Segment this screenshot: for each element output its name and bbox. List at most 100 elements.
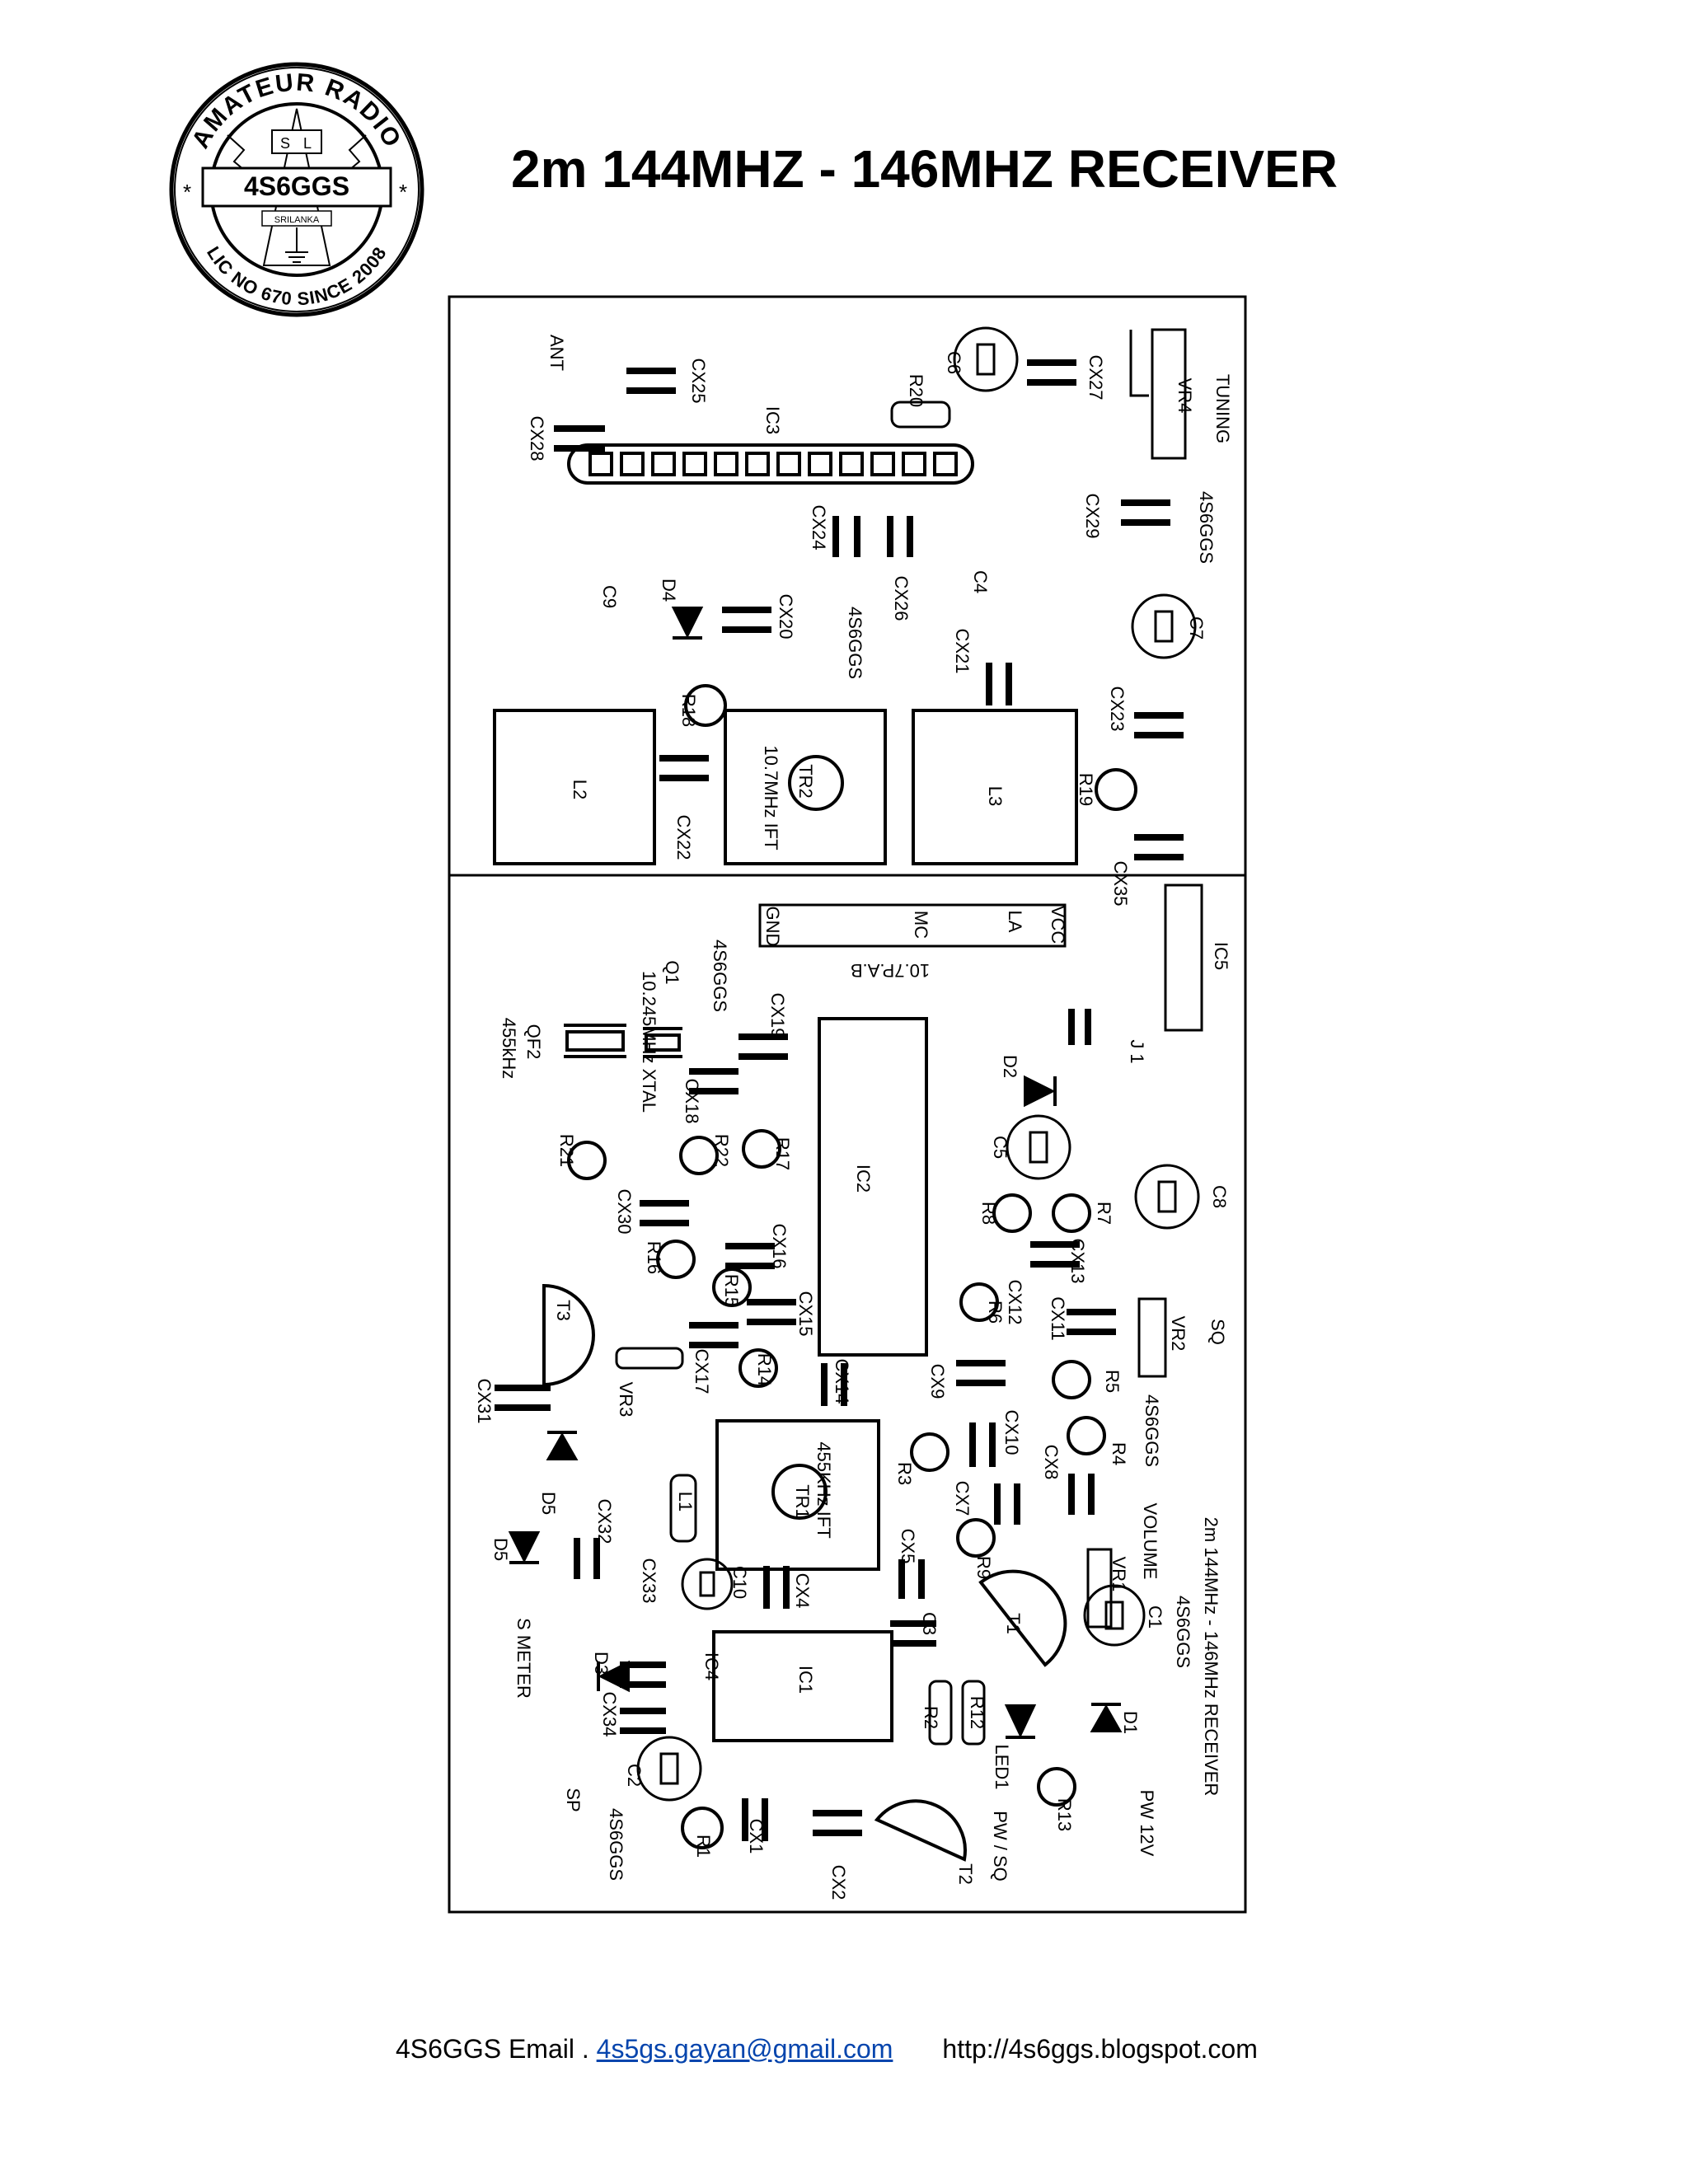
component-label: 2m 144MHz - 146MHz RECEIVER bbox=[1201, 1517, 1221, 1797]
component-label: CX27 bbox=[1085, 354, 1106, 400]
component-label: TUNING bbox=[1212, 374, 1233, 443]
component-label: R6 bbox=[985, 1301, 1006, 1324]
component-label: R13 bbox=[1054, 1798, 1075, 1831]
logo-country: SRILANKA bbox=[274, 215, 320, 225]
component-label: VR4 bbox=[1175, 378, 1195, 414]
component-label: CX28 bbox=[527, 415, 547, 461]
diodes bbox=[508, 607, 1123, 1739]
component-label: CX22 bbox=[673, 814, 694, 860]
component-label: IC2 bbox=[853, 1165, 874, 1193]
component-label: R2 bbox=[921, 1706, 941, 1729]
component-label: D5 bbox=[490, 1538, 511, 1561]
component-label: R5 bbox=[1102, 1370, 1123, 1393]
component-label: TR2 bbox=[795, 764, 816, 799]
component-label: CX30 bbox=[614, 1188, 635, 1234]
transistors bbox=[542, 1283, 1067, 1862]
component-label: CX19 bbox=[767, 992, 788, 1038]
component-label: PW / SQ bbox=[990, 1811, 1010, 1882]
component-label: CX9 bbox=[927, 1364, 948, 1399]
component-label: R8 bbox=[978, 1202, 999, 1225]
component-label: CX10 bbox=[1001, 1409, 1022, 1455]
component-label: R14 bbox=[754, 1353, 775, 1386]
component-label: 4S6GGS bbox=[1196, 491, 1217, 564]
component-label: CX18 bbox=[682, 1078, 702, 1123]
component-label: VR2 bbox=[1168, 1316, 1189, 1352]
component-label: CX24 bbox=[809, 504, 829, 550]
component-label: C10 bbox=[729, 1566, 750, 1599]
component-label: C7 bbox=[1186, 616, 1207, 640]
component-label: R16 bbox=[644, 1241, 664, 1274]
component-label: C9 bbox=[599, 585, 620, 608]
component-label: R18 bbox=[678, 694, 699, 727]
component-label: L1 bbox=[675, 1492, 696, 1511]
component-label: T3 bbox=[553, 1300, 574, 1321]
board-outline bbox=[448, 295, 1247, 1914]
ic3-strip bbox=[567, 443, 974, 485]
transformers bbox=[493, 709, 1078, 1571]
component-label: 4S6GGS bbox=[606, 1808, 626, 1881]
component-label: IC4 bbox=[701, 1652, 722, 1680]
component-label: VCC bbox=[1048, 906, 1068, 944]
component-label: CX33 bbox=[639, 1558, 659, 1603]
component-label: C5 bbox=[990, 1136, 1010, 1159]
footer-prefix: 4S6GGS Email . bbox=[396, 2034, 597, 2064]
component-label: CX1 bbox=[746, 1819, 767, 1854]
logo-l: L bbox=[303, 135, 312, 152]
logo-s: S bbox=[280, 135, 290, 152]
component-label: C3 bbox=[919, 1612, 940, 1635]
component-label: IC5 bbox=[1211, 942, 1231, 970]
component-label: LED1 bbox=[992, 1744, 1012, 1789]
component-label: R4 bbox=[1109, 1442, 1129, 1465]
page-title: 2m 144MHZ - 146MHZ RECEIVER bbox=[511, 139, 1338, 199]
footer: 4S6GGS Email . 4s5gs.gayan@gmail.com http… bbox=[396, 2034, 1258, 2064]
component-label: IC1 bbox=[795, 1666, 816, 1694]
component-label: R15 bbox=[721, 1274, 742, 1307]
component-label: MC bbox=[911, 911, 931, 939]
component-label: 4S6GGS bbox=[845, 607, 865, 679]
component-label: 4S6GGS bbox=[710, 940, 730, 1012]
component-label: LA bbox=[1005, 911, 1025, 933]
component-label: CX12 bbox=[1005, 1279, 1025, 1324]
component-label: J 1 bbox=[1127, 1039, 1147, 1063]
component-label: CX14 bbox=[832, 1358, 852, 1404]
pin-header bbox=[758, 903, 1067, 948]
component-label: CX26 bbox=[891, 575, 912, 621]
ic5-package bbox=[1164, 883, 1203, 1032]
component-label: R20 bbox=[906, 374, 926, 407]
blog-url[interactable]: http://4s6ggs.blogspot.com bbox=[942, 2034, 1258, 2064]
component-label: 4S6GGS bbox=[1173, 1596, 1193, 1668]
ic1-package bbox=[712, 1630, 893, 1742]
component-label: 10.245MHz XTAL bbox=[639, 971, 659, 1113]
component-label: R21 bbox=[556, 1134, 577, 1167]
component-label: CX11 bbox=[1048, 1296, 1068, 1340]
component-label: C8 bbox=[1209, 1185, 1230, 1208]
component-label: D4 bbox=[659, 579, 679, 602]
component-label: 10.7MHz IFT bbox=[761, 745, 781, 850]
component-label: VR1 bbox=[1109, 1557, 1129, 1592]
component-label: CX20 bbox=[776, 593, 796, 639]
email-link[interactable]: 4s5gs.gayan@gmail.com bbox=[596, 2034, 893, 2064]
component-label: D3 bbox=[591, 1652, 612, 1675]
component-label: CX7 bbox=[952, 1481, 973, 1516]
component-label: D2 bbox=[1000, 1055, 1020, 1078]
component-label: IC3 bbox=[762, 406, 783, 434]
component-label: CX15 bbox=[795, 1291, 816, 1336]
component-label: R19 bbox=[1076, 773, 1096, 806]
component-label: 455KHz IFT bbox=[814, 1441, 834, 1538]
component-label: CX25 bbox=[688, 358, 709, 403]
component-label: T1 bbox=[1003, 1613, 1024, 1634]
component-label: CX35 bbox=[1110, 860, 1131, 906]
component-label: QF2 bbox=[523, 1024, 544, 1060]
electrolytic-capacitors bbox=[636, 326, 1200, 1802]
component-label: R22 bbox=[711, 1134, 732, 1167]
component-label: VOLUME bbox=[1140, 1503, 1160, 1580]
resistor-bodies bbox=[615, 401, 986, 1746]
component-label: L2 bbox=[570, 780, 590, 799]
component-label: CX21 bbox=[952, 628, 973, 673]
component-label: D1 bbox=[1120, 1711, 1141, 1734]
component-label: L3 bbox=[985, 786, 1006, 806]
capacitors bbox=[495, 359, 1184, 1841]
component-label: CX2 bbox=[828, 1865, 849, 1900]
